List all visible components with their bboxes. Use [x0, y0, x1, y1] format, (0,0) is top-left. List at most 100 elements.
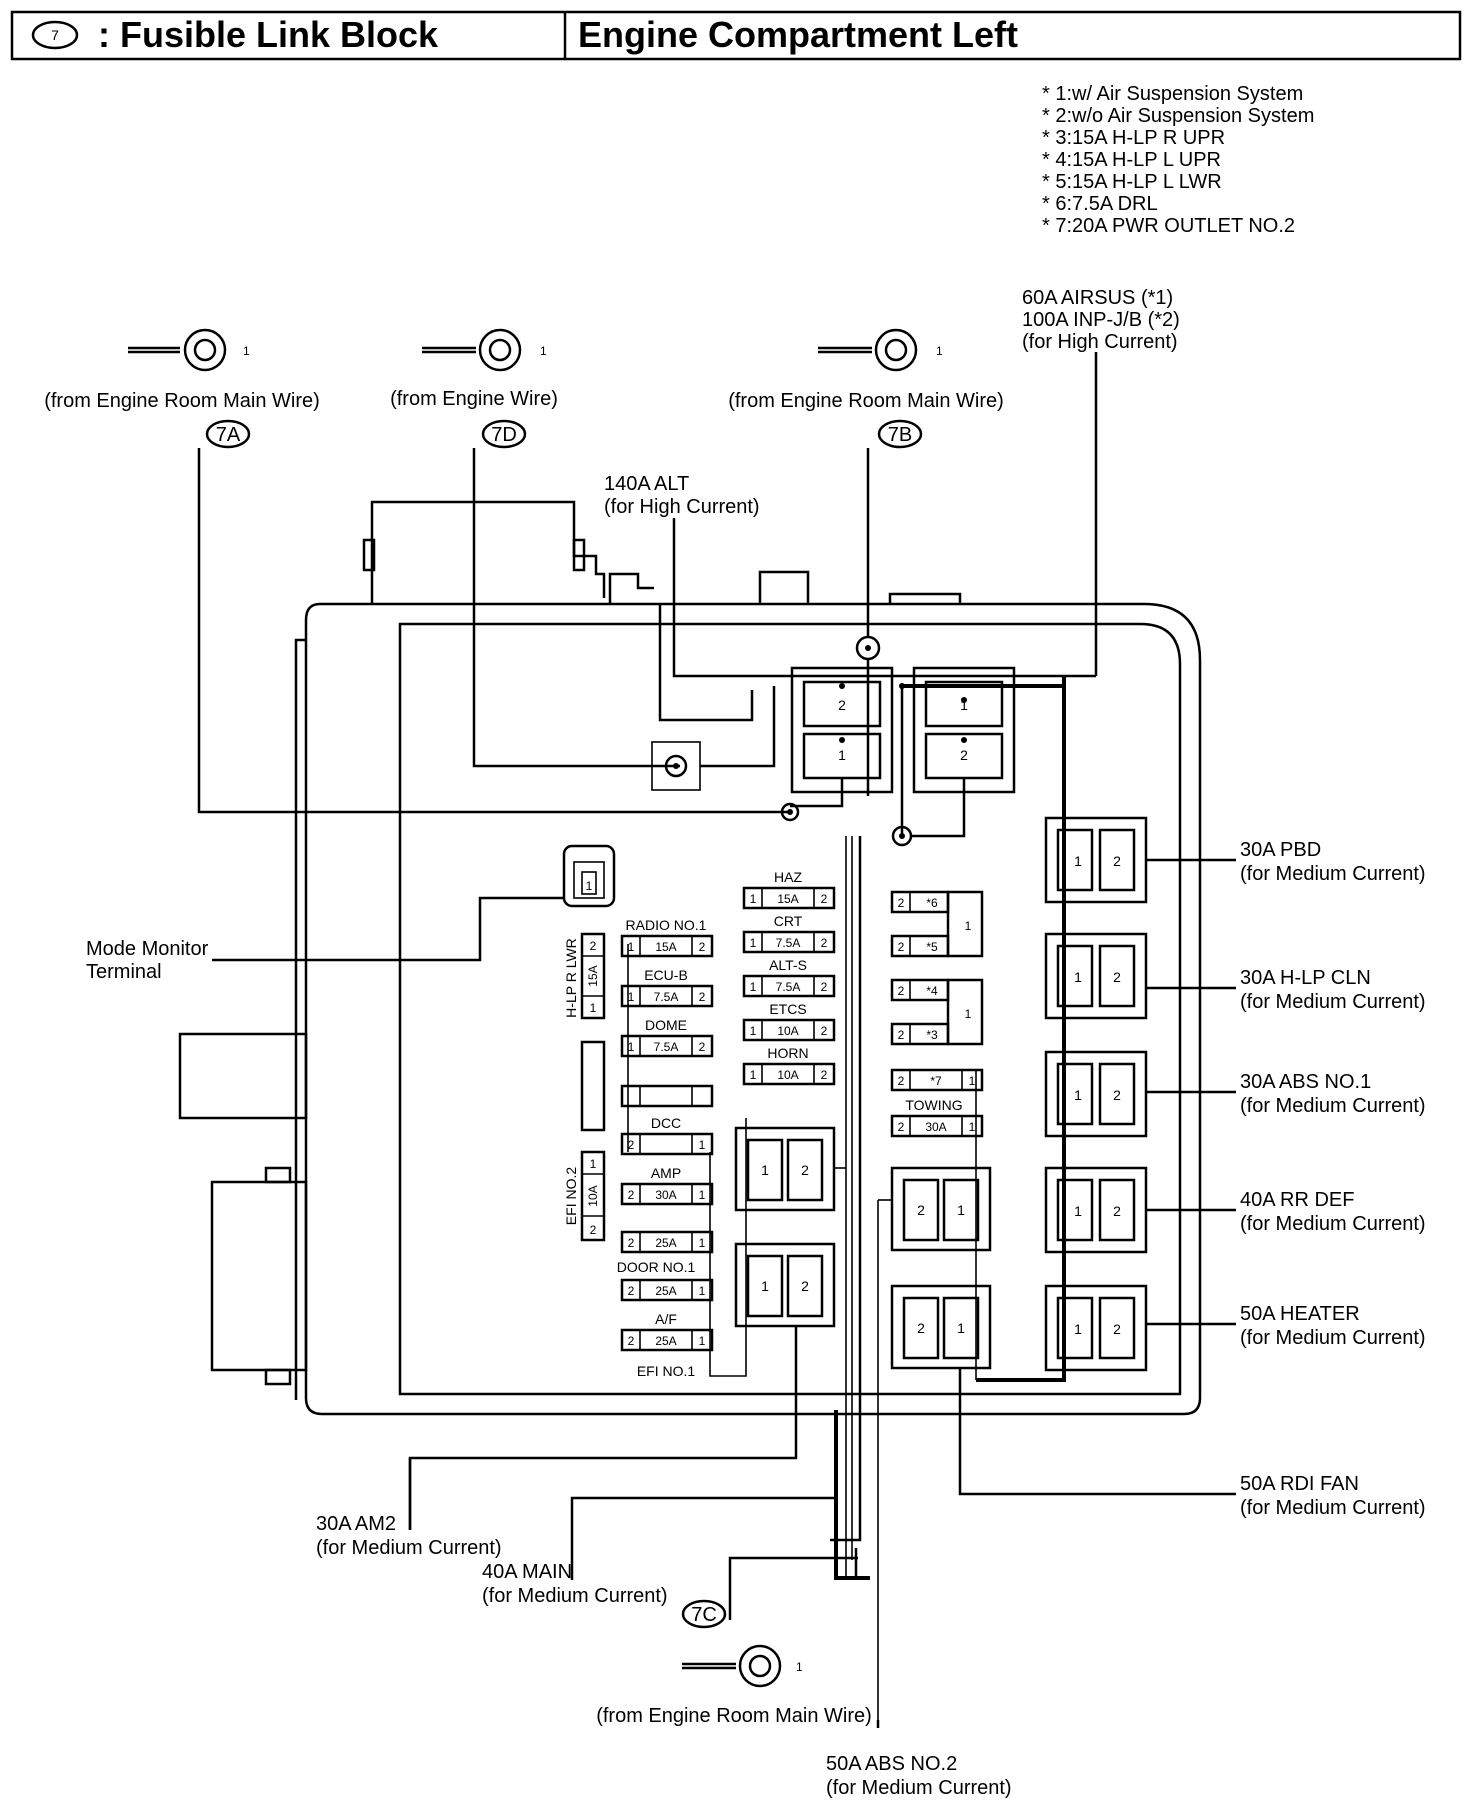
- efi-no1-label: EFI NO.1: [637, 1363, 696, 1379]
- svg-text:140A ALT: 140A ALT: [604, 473, 689, 495]
- svg-text:2: 2: [917, 1202, 925, 1218]
- terminal-7d: 1 (from Engine Wire) 7D: [390, 328, 558, 449]
- svg-text:30A: 30A: [655, 1188, 676, 1202]
- label-50a-rdi-fan: 50A RDI FAN (for Medium Current): [1240, 1473, 1426, 1519]
- header-title: : Fusible Link Block: [98, 14, 439, 55]
- code-badge-7c: 7C: [691, 1604, 717, 1626]
- mode-monitor-label: Mode Monitor: [86, 938, 209, 960]
- abs2-label: 50A ABS NO.2: [826, 1753, 957, 1775]
- fuse-haz: HAZ 1 15A 2: [742, 869, 836, 910]
- fuse-spare-blank: [620, 1084, 714, 1108]
- note-3: * 3:15A H-LP R UPR: [1042, 127, 1225, 149]
- svg-text:1: 1: [761, 1278, 769, 1294]
- from-label: (from Engine Room Main Wire): [728, 390, 1004, 412]
- svg-text:1: 1: [628, 990, 635, 1004]
- svg-text:2: 2: [801, 1278, 809, 1294]
- alt-fuse-block: 2 1: [790, 666, 894, 794]
- fuse-alt-s: ALT-S 1 7.5A 2: [742, 957, 836, 998]
- svg-text:2: 2: [699, 940, 706, 954]
- svg-text:2: 2: [917, 1320, 925, 1336]
- note-6: * 6:7.5A DRL: [1042, 193, 1158, 215]
- svg-text:*4: *4: [926, 984, 938, 998]
- svg-text:1: 1: [1074, 969, 1082, 985]
- fuse-star3: 2 *3: [890, 1022, 950, 1046]
- svg-text:1: 1: [957, 1320, 965, 1336]
- svg-text:2: 2: [898, 1120, 905, 1134]
- svg-text:1: 1: [628, 940, 635, 954]
- svg-text:2: 2: [1113, 1203, 1121, 1219]
- svg-text:2: 2: [1113, 1087, 1121, 1103]
- note-5: * 5:15A H-LP L LWR: [1042, 171, 1222, 193]
- svg-text:50A RDI FAN: 50A RDI FAN: [1240, 1473, 1359, 1495]
- svg-text:1: 1: [957, 1202, 965, 1218]
- svg-text:2: 2: [898, 1028, 905, 1042]
- svg-text:1: 1: [628, 1040, 635, 1054]
- svg-text:40A RR DEF: 40A RR DEF: [1240, 1189, 1354, 1211]
- svg-text:7.5A: 7.5A: [776, 936, 801, 950]
- notes-list: * 1:w/ Air Suspension System * 2:w/o Air…: [1042, 83, 1314, 237]
- fuse-amp: AMP 2 30A 1: [620, 1165, 714, 1206]
- note-1: * 1:w/ Air Suspension System: [1042, 83, 1303, 105]
- ring-terminal-icon: [478, 328, 522, 372]
- header-location: Engine Compartment Left: [578, 14, 1018, 55]
- fuse-crt: CRT 1 7.5A 2: [742, 913, 836, 954]
- svg-text:30A H-LP CLN: 30A H-LP CLN: [1240, 967, 1371, 989]
- svg-text:(for Medium Current): (for Medium Current): [482, 1585, 668, 1607]
- svg-text:*3: *3: [926, 1028, 938, 1042]
- svg-text:2: 2: [590, 939, 597, 953]
- connector-code: 7: [51, 27, 59, 43]
- svg-text:7.5A: 7.5A: [654, 990, 679, 1004]
- fuse-hlp-r-lwr: 2 1 15A H-LP R LWR: [563, 932, 606, 1020]
- svg-text:2: 2: [1113, 1321, 1121, 1337]
- svg-text:ETCS: ETCS: [769, 1001, 806, 1017]
- svg-text:50A HEATER: 50A HEATER: [1240, 1303, 1360, 1325]
- fuse-25a-unlabeled: 2 25A 1: [620, 1230, 714, 1254]
- from-label: (from Engine Room Main Wire): [44, 390, 320, 412]
- fuse-star6: 2 *6: [890, 890, 950, 914]
- svg-text:60A AIRSUS (*1): 60A AIRSUS (*1): [1022, 287, 1173, 309]
- svg-text:2: 2: [821, 1068, 828, 1082]
- common-terminal-lower: [946, 978, 984, 1046]
- svg-text:(for Medium Current): (for Medium Current): [1240, 863, 1426, 885]
- relay-rdi-fan: 2 1: [890, 1284, 1236, 1496]
- am2-label: 30A AM2: [316, 1513, 396, 1535]
- svg-text:2: 2: [628, 1236, 635, 1250]
- left-fuse-column: RADIO NO.1 1 15A 2 ECU-B 1 7.5A 2 DOME 1…: [617, 917, 747, 1379]
- svg-text:2: 2: [838, 697, 846, 713]
- svg-text:1: 1: [796, 1660, 803, 1674]
- svg-text:2: 2: [628, 1188, 635, 1202]
- relay-abs2: 2 1: [877, 1166, 992, 1720]
- fuse-radio-no1: RADIO NO.1 1 15A 2: [620, 917, 714, 958]
- svg-text:25A: 25A: [655, 1284, 676, 1298]
- svg-text:(for Medium Current): (for Medium Current): [1240, 1327, 1426, 1349]
- right-fuse-column: 1 2 30A PBD (for Medium Current) 1 2 30A…: [1044, 676, 1426, 1519]
- code-badge: 7A: [216, 424, 241, 446]
- fuse-40a-rr-def: 1 2 40A RR DEF (for Medium Current): [1044, 1166, 1426, 1254]
- terminal-7a: 1 (from Engine Room Main Wire) 7A: [44, 328, 320, 449]
- svg-text:DCC: DCC: [651, 1115, 681, 1131]
- ring-terminal-icon: [183, 328, 227, 372]
- ring-terminal-icon: [738, 1644, 782, 1688]
- svg-text:1: 1: [750, 892, 757, 906]
- fuse-af: A/F 2 25A 1: [620, 1311, 714, 1352]
- note-4: * 4:15A H-LP L UPR: [1042, 149, 1221, 171]
- mode-monitor-terminal: 1 Mode Monitor Terminal: [86, 844, 616, 983]
- svg-text:1: 1: [540, 344, 547, 358]
- svg-text:(for Medium Current): (for Medium Current): [826, 1777, 1012, 1799]
- svg-text:(for High Current): (for High Current): [604, 496, 760, 518]
- mid-fuse-column: HAZ 1 15A 2 CRT 1 7.5A 2 ALT-S 1 7.5A 2 …: [742, 836, 853, 1580]
- svg-text:1: 1: [590, 1001, 597, 1015]
- fuse-etcs: ETCS 1 10A 2: [742, 1001, 836, 1042]
- svg-text:2: 2: [699, 990, 706, 1004]
- fuse-star5: 2 *5: [890, 934, 950, 958]
- svg-text:H-LP R LWR: H-LP R LWR: [563, 938, 579, 1018]
- svg-text:2: 2: [628, 1334, 635, 1348]
- svg-text:AMP: AMP: [651, 1165, 681, 1181]
- svg-text:1: 1: [1074, 1203, 1082, 1219]
- svg-text:2: 2: [801, 1162, 809, 1178]
- svg-text:10A: 10A: [777, 1024, 798, 1038]
- relay-am2-upper: 1 2: [734, 1126, 846, 1212]
- code-badge: 7B: [888, 424, 912, 446]
- svg-text:30A ABS NO.1: 30A ABS NO.1: [1240, 1071, 1371, 1093]
- note-7: * 7:20A PWR OUTLET NO.2: [1042, 215, 1295, 237]
